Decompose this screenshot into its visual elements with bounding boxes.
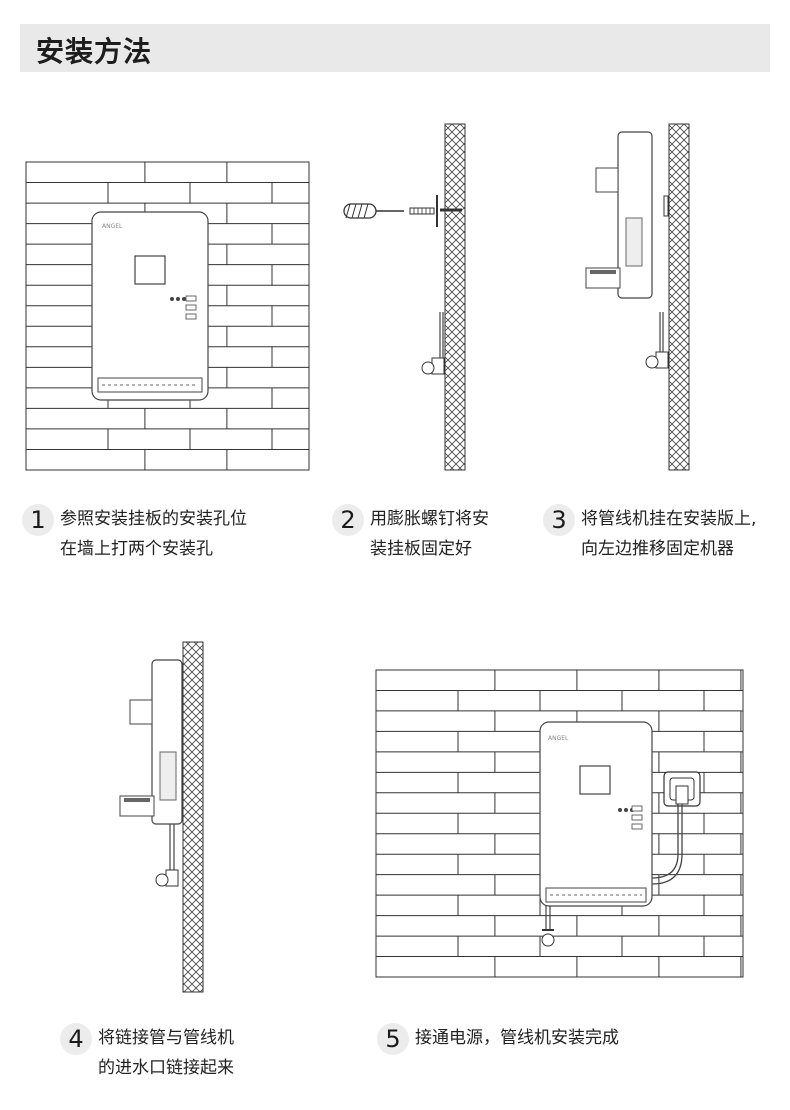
water-dispenser-front-5: ANGEL [539, 721, 653, 907]
step-number: 1 [22, 504, 54, 536]
inlet-valve-2 [421, 312, 445, 375]
step-text-line: 在墙上打两个安装孔 [60, 539, 213, 559]
step-text: 将管线机挂在安装版上, 向左边推移固定机器 [581, 504, 756, 564]
step-text-line: 的进水口链接起来 [98, 1058, 234, 1078]
water-dispenser-side-3 [585, 131, 669, 369]
step-number: 3 [543, 504, 575, 536]
svg-text:ANGEL: ANGEL [102, 223, 123, 230]
step-text: 参照安装挂板的安装孔位 在墙上打两个安装孔 [60, 504, 247, 564]
step-number: 5 [377, 1023, 409, 1055]
inlet-valve-5 [541, 906, 555, 947]
step-text-line: 向左边推移固定机器 [581, 539, 734, 559]
power-socket-icon [663, 771, 701, 807]
step-text: 用膨胀螺钉将安 装挂板固定好 [370, 504, 489, 564]
wall-section-3 [668, 123, 690, 471]
screwdriver-icon [343, 195, 462, 227]
water-dispenser-front-1: ANGEL [91, 211, 209, 401]
step-text-line: 用膨胀螺钉将安 [370, 509, 489, 529]
step-text-line: 接通电源，管线机安装完成 [415, 1028, 619, 1048]
step-text: 接通电源，管线机安装完成 [415, 1023, 619, 1053]
wall-section-4 [182, 641, 204, 993]
step-text-line: 将管线机挂在安装版上, [581, 509, 757, 529]
section-title: 安装方法 [36, 35, 153, 68]
step-text: 将链接管与管线机 的进水口链接起来 [98, 1023, 234, 1083]
step-text-line: 参照安装挂板的安装孔位 [60, 509, 247, 529]
wall-section-2 [444, 123, 466, 471]
step-text-line: 装挂板固定好 [370, 539, 472, 559]
step-text-line: 将链接管与管线机 [98, 1028, 234, 1048]
section-header: 安装方法 [20, 24, 770, 72]
water-dispenser-side-4 [119, 659, 183, 887]
step-number: 2 [332, 504, 364, 536]
svg-text:ANGEL: ANGEL [548, 735, 569, 742]
power-cord-icon [651, 804, 683, 885]
step-number: 4 [60, 1023, 92, 1055]
